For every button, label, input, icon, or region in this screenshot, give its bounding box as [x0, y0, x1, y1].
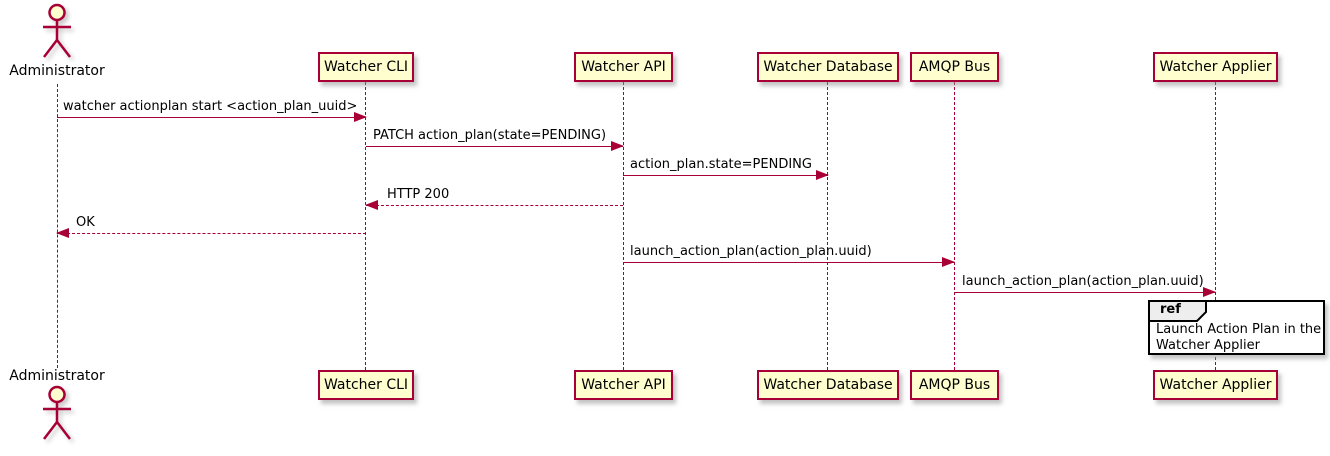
message-line [623, 175, 828, 176]
participant-label: Watcher CLI [323, 59, 409, 75]
participant-top-watcher-cli: Watcher CLI [318, 52, 414, 82]
participant-bottom-watcher-cli: Watcher CLI [318, 370, 414, 400]
participant-top-watcher-database: Watcher Database [757, 52, 899, 82]
participant-label: Watcher Database [763, 59, 893, 75]
participant-bottom-watcher-api: Watcher API [574, 370, 673, 400]
message-line [57, 117, 366, 118]
message-line [366, 205, 623, 206]
participant-label: AMQP Bus [918, 59, 991, 75]
lifeline-watcher-api [623, 82, 624, 370]
lifeline-watcher-cli [365, 82, 366, 370]
message-line [57, 233, 366, 234]
lifeline-watcher-applier [1215, 82, 1216, 370]
participant-bottom-amqp-bus: AMQP Bus [910, 370, 999, 400]
participant-label: Watcher API [581, 59, 666, 75]
participant-top-watcher-applier: Watcher Applier [1153, 52, 1278, 82]
message-label: watcher actionplan start <action_plan_uu… [63, 99, 358, 114]
lifeline-amqp-bus [954, 82, 955, 370]
actor-icon [31, 3, 83, 65]
participant-label: Watcher Applier [1159, 59, 1272, 75]
message-line [954, 292, 1215, 293]
arrowhead-icon [354, 112, 367, 122]
arrowhead-icon [816, 170, 829, 180]
participant-label: Watcher CLI [323, 377, 409, 393]
message-label: launch_action_plan(action_plan.uuid) [630, 244, 872, 259]
arrowhead-icon [365, 200, 378, 210]
participant-label: Watcher Database [763, 377, 893, 393]
ref-keyword: ref [1160, 302, 1181, 317]
actor-label: Administrator [9, 368, 105, 384]
arrowhead-icon [56, 228, 69, 238]
actor-icon [31, 385, 83, 447]
message-label: HTTP 200 [387, 187, 450, 202]
message-label: OK [76, 215, 95, 230]
participant-label: Watcher API [581, 377, 666, 393]
actor-label: Administrator [9, 63, 105, 79]
ref-tab-icon [1148, 300, 1212, 326]
ref-text-line: Launch Action Plan in the [1156, 322, 1322, 337]
participant-bottom-watcher-applier: Watcher Applier [1153, 370, 1278, 400]
ref-text-line: Watcher Applier [1156, 338, 1260, 353]
arrowhead-icon [1203, 287, 1216, 297]
lifeline-watcher-database [827, 82, 828, 370]
participant-top-amqp-bus: AMQP Bus [910, 52, 999, 82]
participant-bottom-watcher-database: Watcher Database [757, 370, 899, 400]
arrowhead-icon [942, 257, 955, 267]
message-label: action_plan.state=PENDING [630, 157, 812, 172]
ref-fragment: ref Launch Action Plan in the Watcher Ap… [1148, 300, 1325, 355]
participant-top-watcher-api: Watcher API [574, 52, 673, 82]
participant-label: AMQP Bus [918, 377, 991, 393]
message-label: launch_action_plan(action_plan.uuid) [962, 274, 1204, 289]
message-line [366, 146, 623, 147]
message-label: PATCH action_plan(state=PENDING) [373, 128, 607, 143]
lifeline-administrator [57, 84, 58, 368]
message-line [623, 262, 954, 263]
participant-label: Watcher Applier [1159, 377, 1272, 393]
arrowhead-icon [611, 141, 624, 151]
